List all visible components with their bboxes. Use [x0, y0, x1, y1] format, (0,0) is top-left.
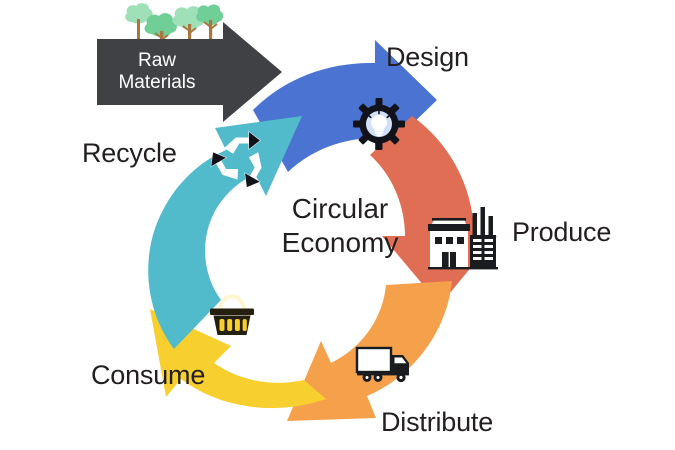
center-title-line1: Circular — [291, 193, 389, 224]
factory-icon — [428, 207, 498, 270]
center-title-line2: Economy — [281, 227, 399, 259]
raw-materials-line2: Materials — [118, 72, 196, 93]
raw-materials-text-block: Raw Materials — [96, 38, 278, 106]
gear-lightbulb-icon — [353, 98, 405, 150]
center-title: Circular Economy — [251, 192, 429, 260]
trees-icon — [125, 3, 224, 51]
stage-label-consume: Consume — [91, 360, 206, 390]
raw-materials-line1: Raw — [137, 49, 176, 71]
truck-icon — [355, 346, 409, 383]
shopping-basket-icon — [210, 294, 254, 335]
stage-label-produce: Produce — [512, 217, 612, 247]
raw-materials-arrow-group[interactable] — [97, 3, 282, 122]
stage-label-distribute: Distribute — [381, 407, 494, 437]
stage-segment-consume[interactable] — [150, 309, 326, 409]
stage-label-recycle: Recycle — [82, 138, 177, 168]
raw-materials-label: Raw Materials — [96, 38, 218, 106]
recycle-icon — [210, 130, 262, 188]
raw-materials-arrow-shape — [97, 22, 282, 122]
stage-segment-recycle[interactable] — [148, 116, 302, 349]
recycle-arrow-shape — [148, 116, 302, 349]
stage-label-design: Design — [386, 42, 469, 72]
consume-arrow-shape — [150, 309, 326, 409]
